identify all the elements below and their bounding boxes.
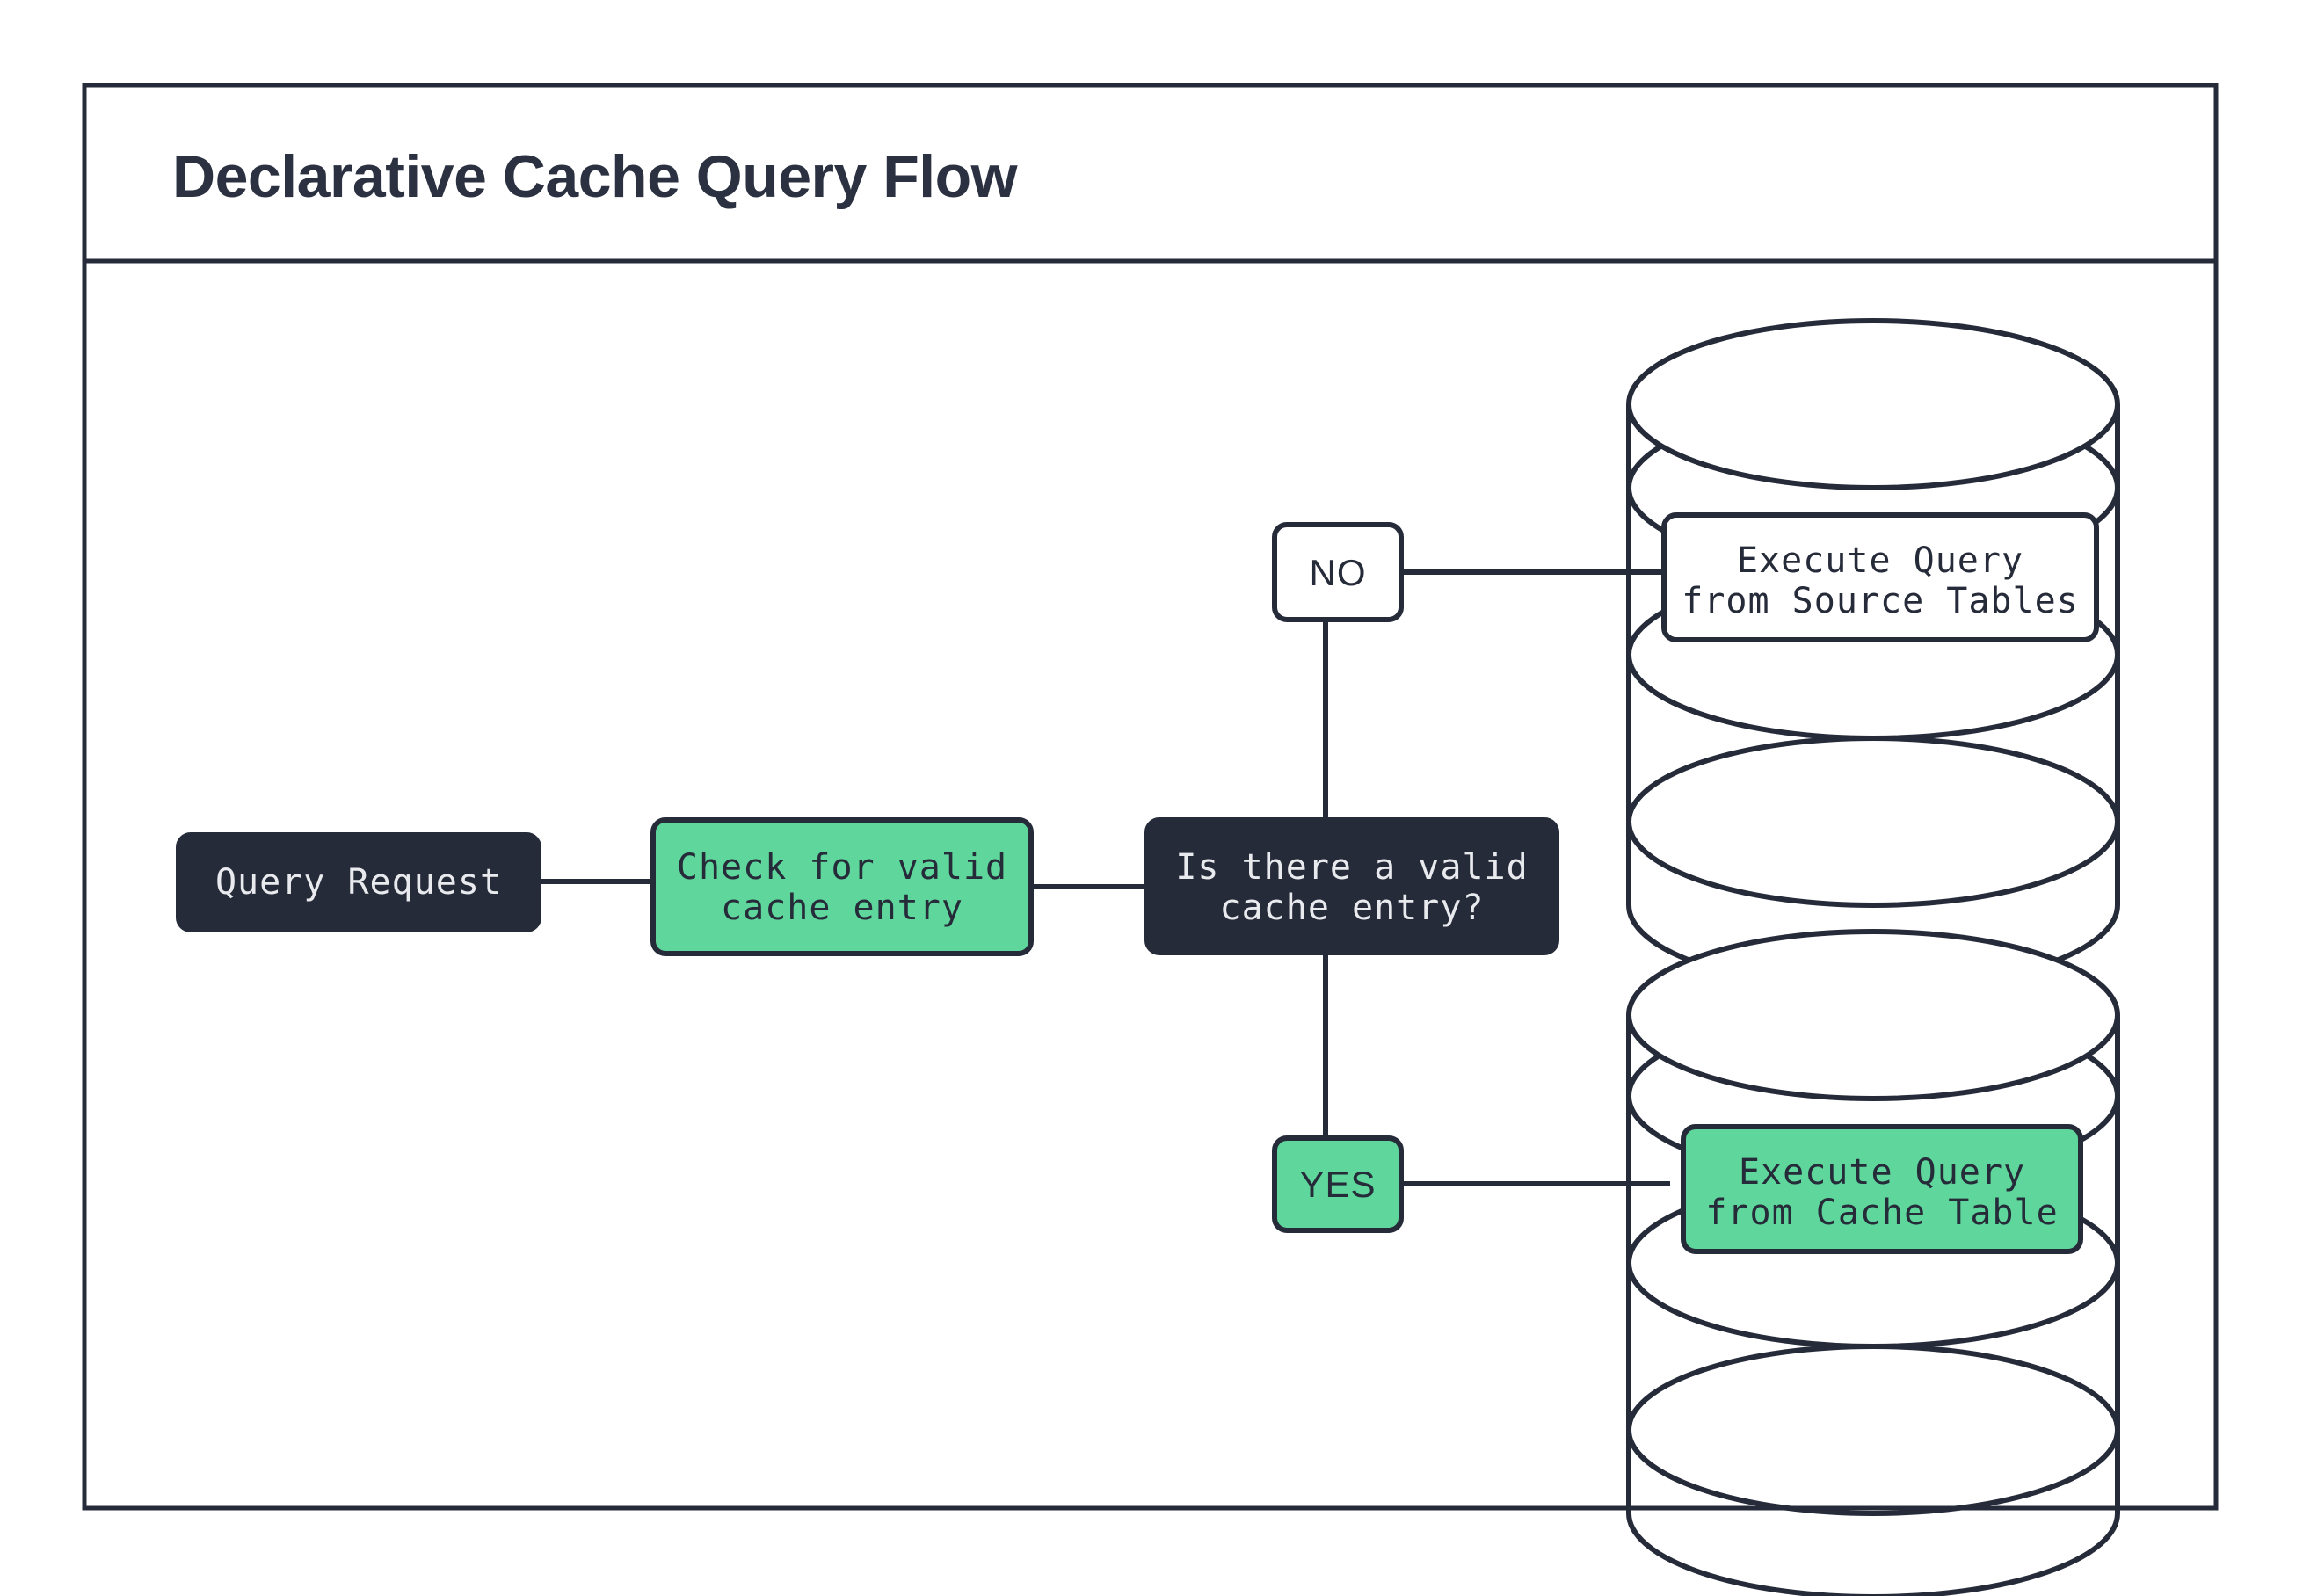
node-check-cache-line2: cache entry [721,888,963,928]
page-title: Declarative Cache Query Flow [172,143,1019,210]
node-cache-table-line1: Execute Query [1739,1152,2025,1193]
node-decision[interactable]: Is there a valid cache entry? [1144,817,1559,955]
node-query-request[interactable]: Query Request [176,832,541,932]
node-cache-table-line2: from Cache Table [1705,1193,2058,1233]
node-source-tables[interactable]: Execute Query from Source Tables [1661,512,2099,642]
node-source-tables-line1: Execute Query [1737,540,2023,581]
node-decision-line1: Is there a valid [1175,847,1528,888]
source-tables-cylinder [1626,318,2120,991]
node-query-request-label: Query Request [215,862,502,903]
branch-label-no-text: NO [1310,552,1367,593]
branch-label-yes-text: YES [1299,1164,1376,1205]
node-cache-table[interactable]: Execute Query from Cache Table [1681,1124,2083,1254]
branch-label-no[interactable]: NO [1272,522,1404,622]
node-decision-line2: cache entry? [1220,888,1485,928]
node-source-tables-line2: from Source Tables [1682,581,2078,621]
diagram-frame [82,83,2219,1511]
node-check-cache-line1: Check for valid [677,847,1007,888]
cache-table-cylinder [1626,929,2120,1596]
node-check-cache[interactable]: Check for valid cache entry [650,817,1034,956]
branch-label-yes[interactable]: YES [1272,1135,1404,1233]
